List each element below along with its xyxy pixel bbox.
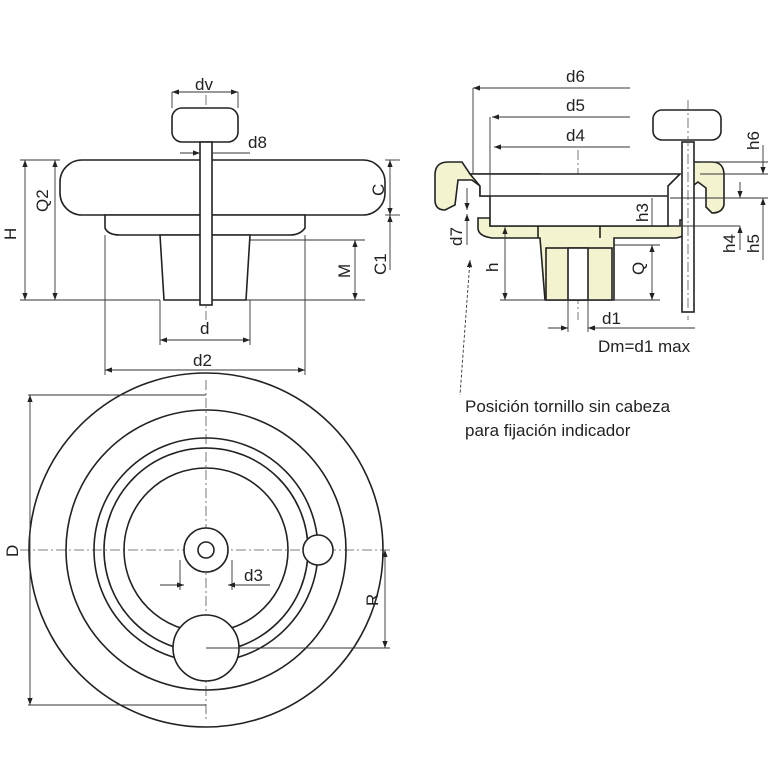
dim-h: h bbox=[483, 263, 502, 272]
callout: Posición tornillo sin cabeza para fijaci… bbox=[459, 259, 671, 440]
dim-Q2: Q2 bbox=[33, 189, 52, 212]
dim-M: M bbox=[335, 264, 354, 278]
callout-line-2: para fijación indicador bbox=[465, 421, 631, 440]
dim-d5: d5 bbox=[566, 96, 585, 115]
dim-C1: C1 bbox=[371, 253, 390, 275]
dim-d1: d1 bbox=[602, 309, 621, 328]
section-view: d6 d5 d4 h6 h3 d7 h Q h4 h5 d1 Dm=d1 max bbox=[434, 67, 768, 356]
dim-h5: h5 bbox=[744, 234, 763, 253]
dim-h3: h3 bbox=[633, 203, 652, 222]
dim-d2: d2 bbox=[193, 351, 212, 370]
dim-d3: d3 bbox=[244, 566, 263, 585]
hub-bore bbox=[183, 527, 229, 573]
indicator-notch bbox=[302, 534, 334, 566]
dim-d8: d8 bbox=[248, 133, 267, 152]
dim-R: R bbox=[363, 594, 382, 606]
section-knob bbox=[652, 109, 722, 141]
pin bbox=[199, 141, 213, 306]
dim-h4: h4 bbox=[720, 234, 739, 253]
dim-d6: d6 bbox=[566, 67, 585, 86]
dm-note: Dm=d1 max bbox=[598, 337, 691, 356]
dim-D: D bbox=[3, 545, 22, 557]
front-view: dv d8 H Q2 C M C1 d d2 bbox=[1, 75, 400, 375]
dim-d7: d7 bbox=[447, 227, 466, 246]
plan-view: D d3 R bbox=[3, 372, 390, 728]
indicator-knob bbox=[171, 107, 239, 143]
dim-d4: d4 bbox=[566, 126, 585, 145]
dim-Q: Q bbox=[629, 262, 648, 275]
dim-C: C bbox=[369, 184, 388, 196]
dim-H: H bbox=[1, 228, 20, 240]
callout-line-1: Posición tornillo sin cabeza bbox=[465, 397, 671, 416]
dim-h6: h6 bbox=[744, 131, 763, 150]
dim-d: d bbox=[200, 319, 209, 338]
dim-dv: dv bbox=[195, 75, 213, 94]
handwheel-rim bbox=[59, 159, 386, 216]
